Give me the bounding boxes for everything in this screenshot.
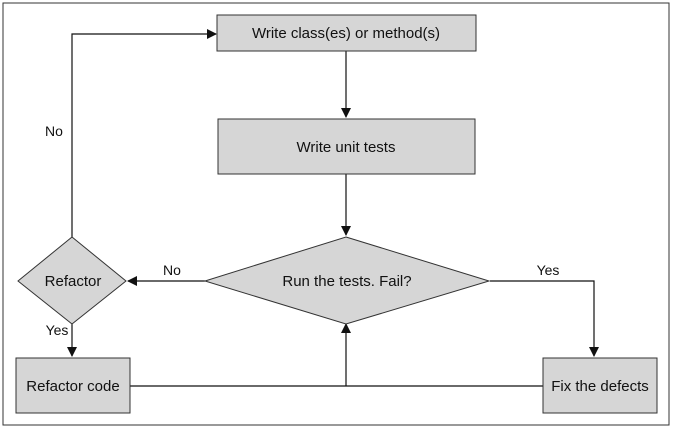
edge-label-refactor-no: No — [45, 123, 63, 139]
connectors — [67, 29, 599, 387]
refactor-code-label: Refactor code — [26, 378, 119, 395]
fix-defects-label: Fix the defects — [551, 378, 649, 395]
edge-label-run-no: No — [163, 262, 181, 278]
write-tests-label: Write unit tests — [297, 139, 396, 156]
edge-refactor-no-to-class — [71, 29, 217, 238]
edge-run-yes-to-fix — [490, 280, 599, 357]
diagram-frame — [2, 2, 670, 426]
refactor-diamond — [17, 236, 127, 325]
fix-defects-box — [542, 357, 658, 414]
run-tests-diamond — [203, 236, 491, 325]
refactor-code-box — [15, 357, 131, 414]
edge-label-run-yes: Yes — [537, 262, 560, 278]
run-tests-label: Run the tests. Fail? — [282, 273, 411, 290]
write-class-box — [216, 14, 477, 52]
refactor-label: Refactor — [45, 273, 102, 290]
edge-label-refactor-yes: Yes — [46, 322, 69, 338]
write-class-label: Write class(es) or method(s) — [252, 25, 440, 42]
write-tests-box — [217, 118, 476, 175]
